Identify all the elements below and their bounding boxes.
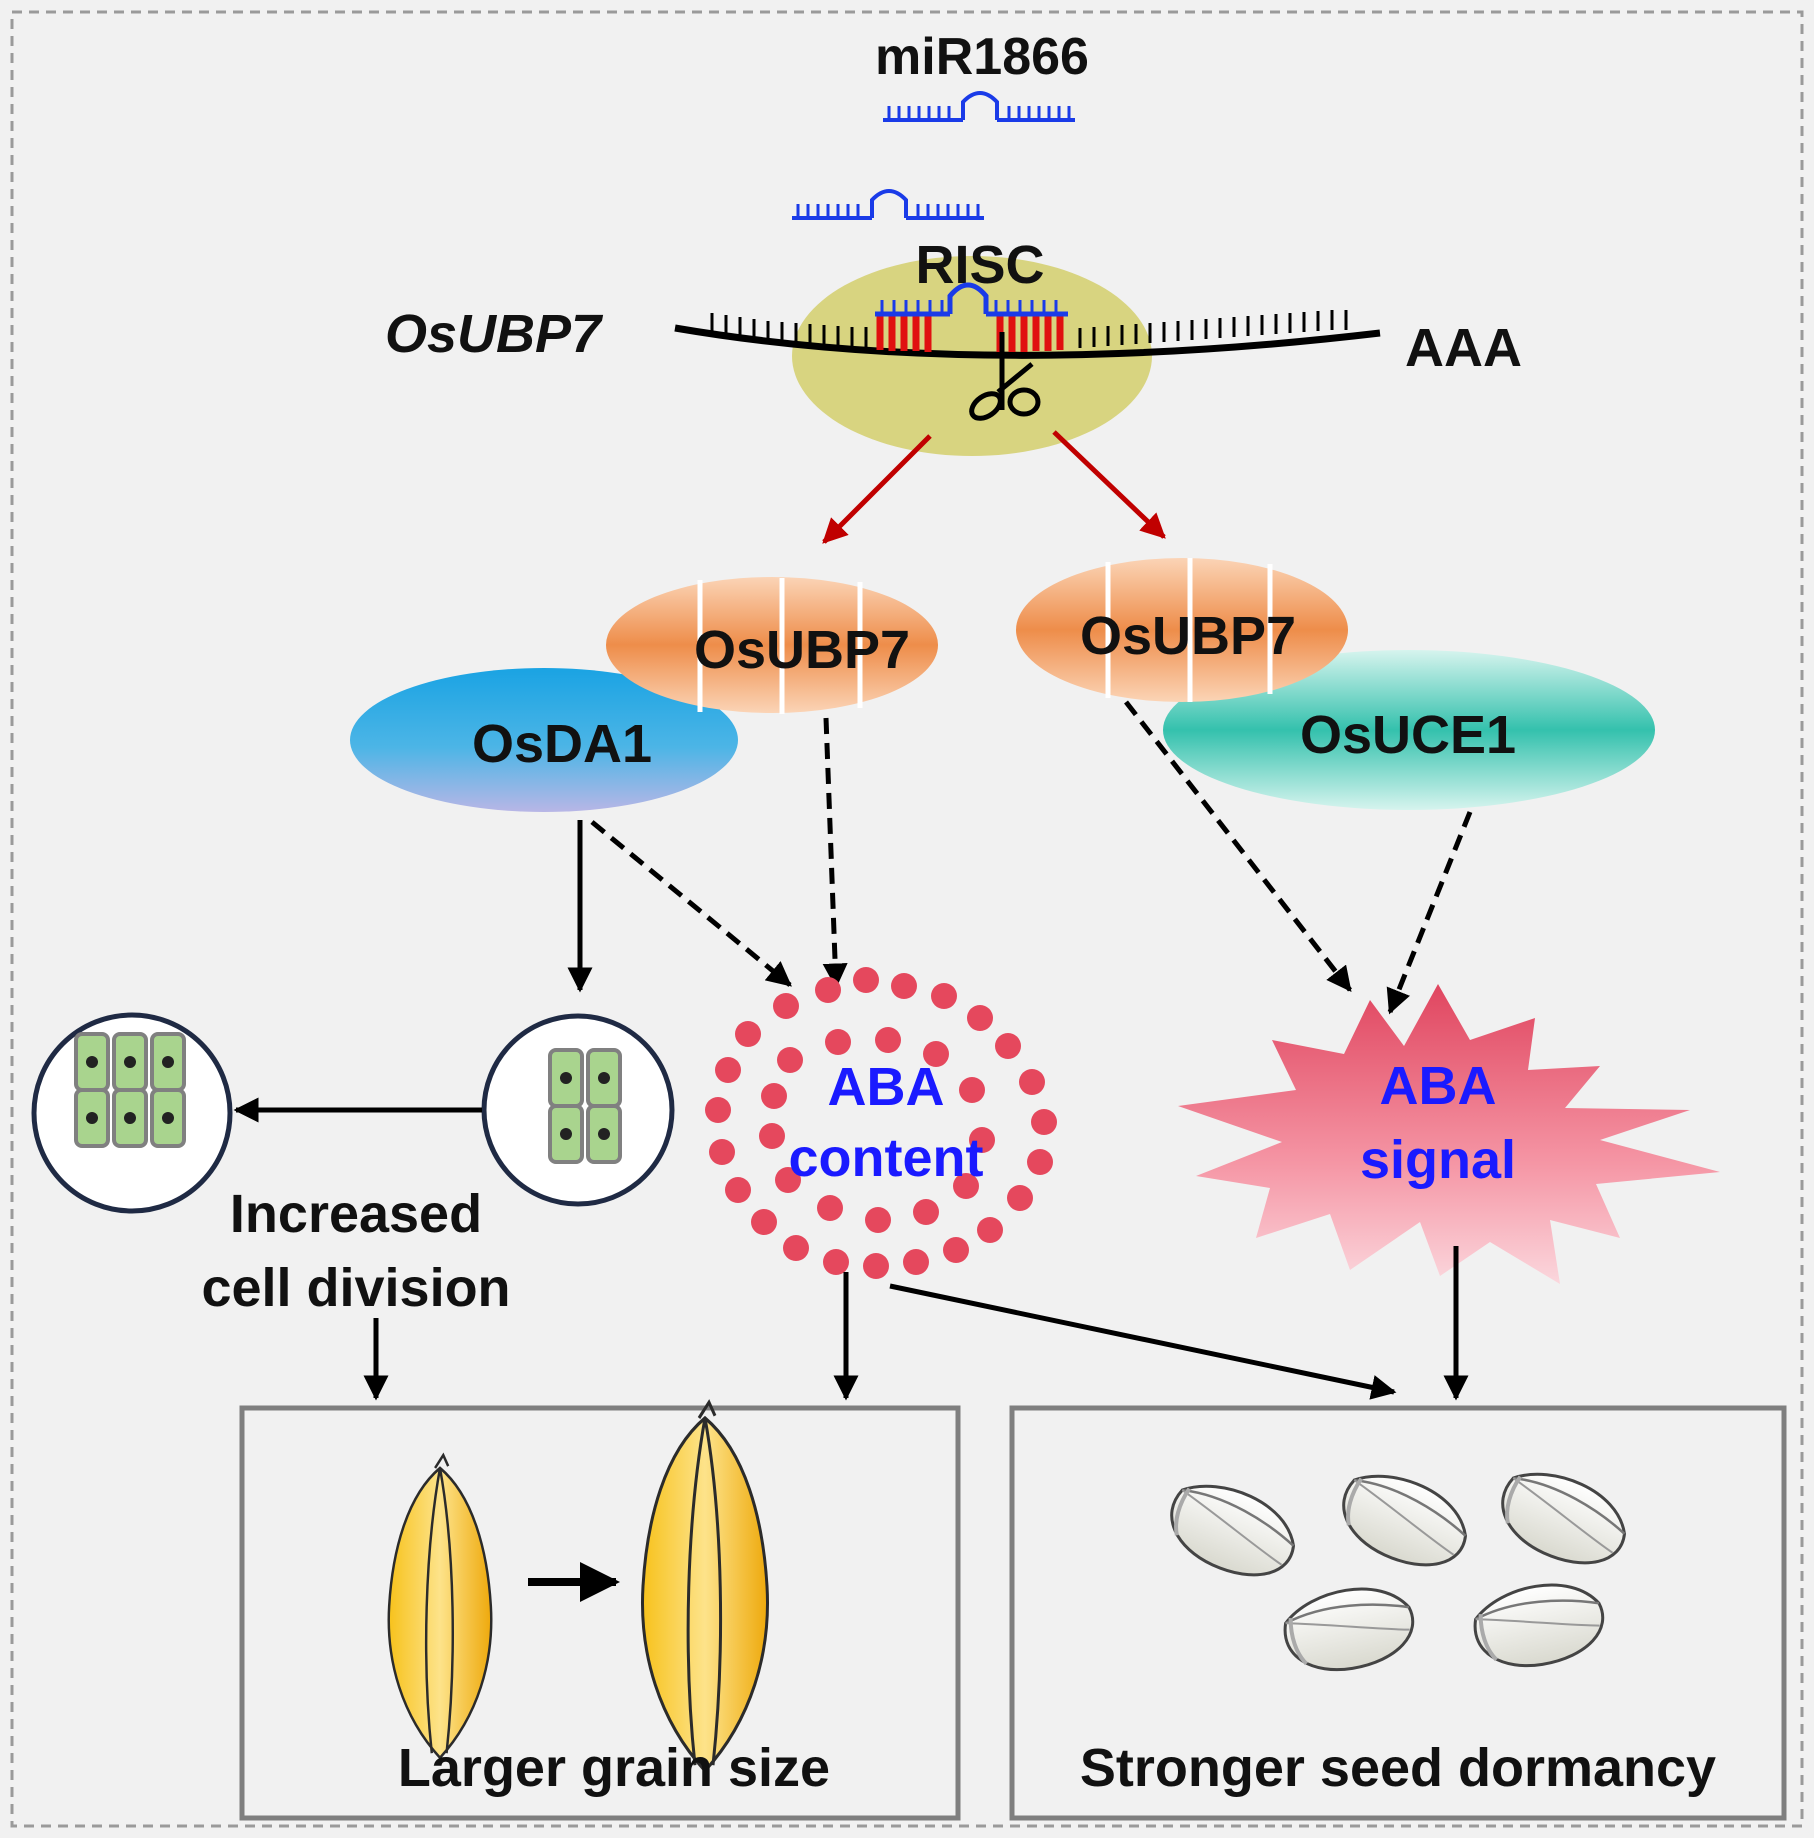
cleavage-arrow-right — [1052, 430, 1166, 539]
scissors-icon — [969, 332, 1041, 421]
aba-signal-burst — [1178, 984, 1720, 1284]
arrow-osubp7-to-aba-content — [822, 717, 848, 989]
target-gene-label: OsUBP7 — [385, 304, 604, 364]
cell-division-label-line1: Increased — [230, 1184, 482, 1244]
osuce1-label: OsUCE1 — [1300, 705, 1516, 765]
cell-division-label-line2: cell division — [201, 1258, 510, 1318]
arrow-aba-content-to-dormancy — [889, 1283, 1397, 1400]
osubp7-protein-right — [1016, 558, 1348, 702]
mrna-bases — [710, 310, 1348, 348]
osda1-protein — [350, 668, 738, 812]
aba-signal-label-line1: ABA — [1380, 1056, 1497, 1116]
aba-content-label-line1: ABA — [828, 1057, 945, 1117]
arrow-osubp7-to-aba-signal — [1124, 700, 1352, 992]
cell-cluster-icon — [481, 1013, 675, 1207]
osuce1-protein — [1163, 650, 1655, 810]
arrow-osda1-to-aba-content — [590, 820, 792, 987]
cell-cluster-icon — [31, 1012, 233, 1214]
mirna-target-duplex — [875, 282, 1068, 352]
aba-content-label-line2: content — [789, 1128, 984, 1188]
osda1-label: OsDA1 — [472, 714, 652, 774]
grain-size-box — [239, 1405, 961, 1821]
arrow-osuce1-to-aba-signal — [1386, 811, 1473, 1015]
polya-tail-label: AAA — [1405, 318, 1522, 378]
risc-label: RISC — [915, 235, 1044, 295]
osubp7-left-label: OsUBP7 — [694, 620, 910, 680]
cleavage-arrow-left — [822, 434, 932, 544]
osubp7-right-label: OsUBP7 — [1080, 606, 1296, 666]
aba-content-dots — [705, 967, 1057, 1279]
mirna-label: miR1866 — [875, 28, 1089, 86]
outcome-grain-label: Larger grain size — [398, 1738, 830, 1798]
outcome-dormancy-label: Stronger seed dormancy — [1080, 1738, 1716, 1798]
osubp7-protein-left — [606, 577, 938, 714]
aba-signal-label-line2: signal — [1360, 1130, 1516, 1190]
